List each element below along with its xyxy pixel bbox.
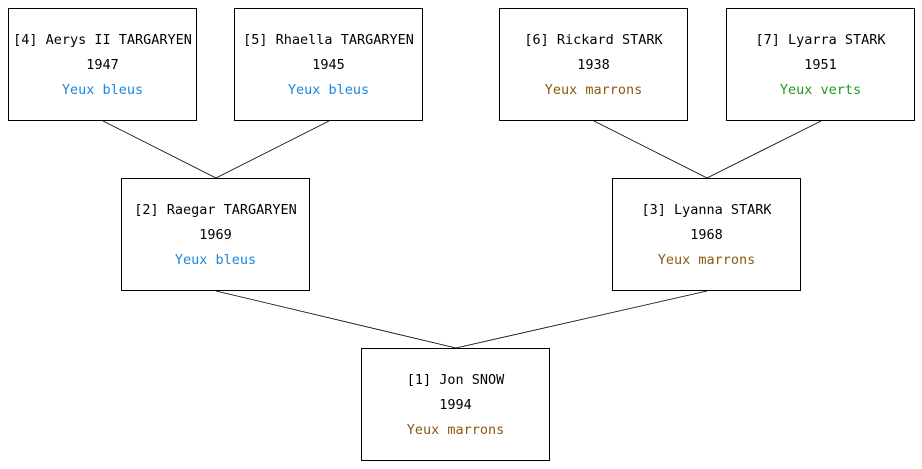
person-name: [1] Jon SNOW [406,372,505,388]
person-eye-color: Yeux bleus [287,82,370,98]
person-name: [2] Raegar TARGARYEN [134,202,297,218]
connector-p7-p3 [706,120,822,179]
person-name: [3] Lyanna STARK [641,202,772,218]
connector-p2-p1 [215,290,457,349]
connector-p5-p2 [215,120,330,179]
person-birth-year: 1947 [86,57,119,73]
person-birth-year: 1968 [690,227,723,243]
person-card-rickard: [6] Rickard STARK 1938 Yeux marrons [499,8,688,121]
person-eye-color: Yeux verts [779,82,862,98]
person-birth-year: 1951 [804,57,837,73]
person-card-lyanna: [3] Lyanna STARK 1968 Yeux marrons [612,178,801,291]
connector-p4-p2 [102,120,217,179]
person-card-aerys: [4] Aerys II TARGARYEN 1947 Yeux bleus [8,8,197,121]
person-eye-color: Yeux bleus [174,252,257,268]
person-card-lyarra: [7] Lyarra STARK 1951 Yeux verts [726,8,915,121]
person-name: [4] Aerys II TARGARYEN [13,32,192,48]
person-birth-year: 1969 [199,227,232,243]
connector-p6-p3 [593,120,708,179]
person-eye-color: Yeux marrons [657,252,756,268]
person-card-raegar: [2] Raegar TARGARYEN 1969 Yeux bleus [121,178,310,291]
person-name: [5] Rhaella TARGARYEN [243,32,414,48]
person-eye-color: Yeux bleus [61,82,144,98]
person-name: [7] Lyarra STARK [755,32,886,48]
connector-p3-p1 [455,290,708,349]
person-birth-year: 1994 [439,397,472,413]
person-card-rhaella: [5] Rhaella TARGARYEN 1945 Yeux bleus [234,8,423,121]
person-name: [6] Rickard STARK [524,32,663,48]
person-eye-color: Yeux marrons [406,422,505,438]
person-eye-color: Yeux marrons [544,82,643,98]
person-birth-year: 1945 [312,57,345,73]
person-birth-year: 1938 [577,57,610,73]
person-card-jon: [1] Jon SNOW 1994 Yeux marrons [361,348,550,461]
